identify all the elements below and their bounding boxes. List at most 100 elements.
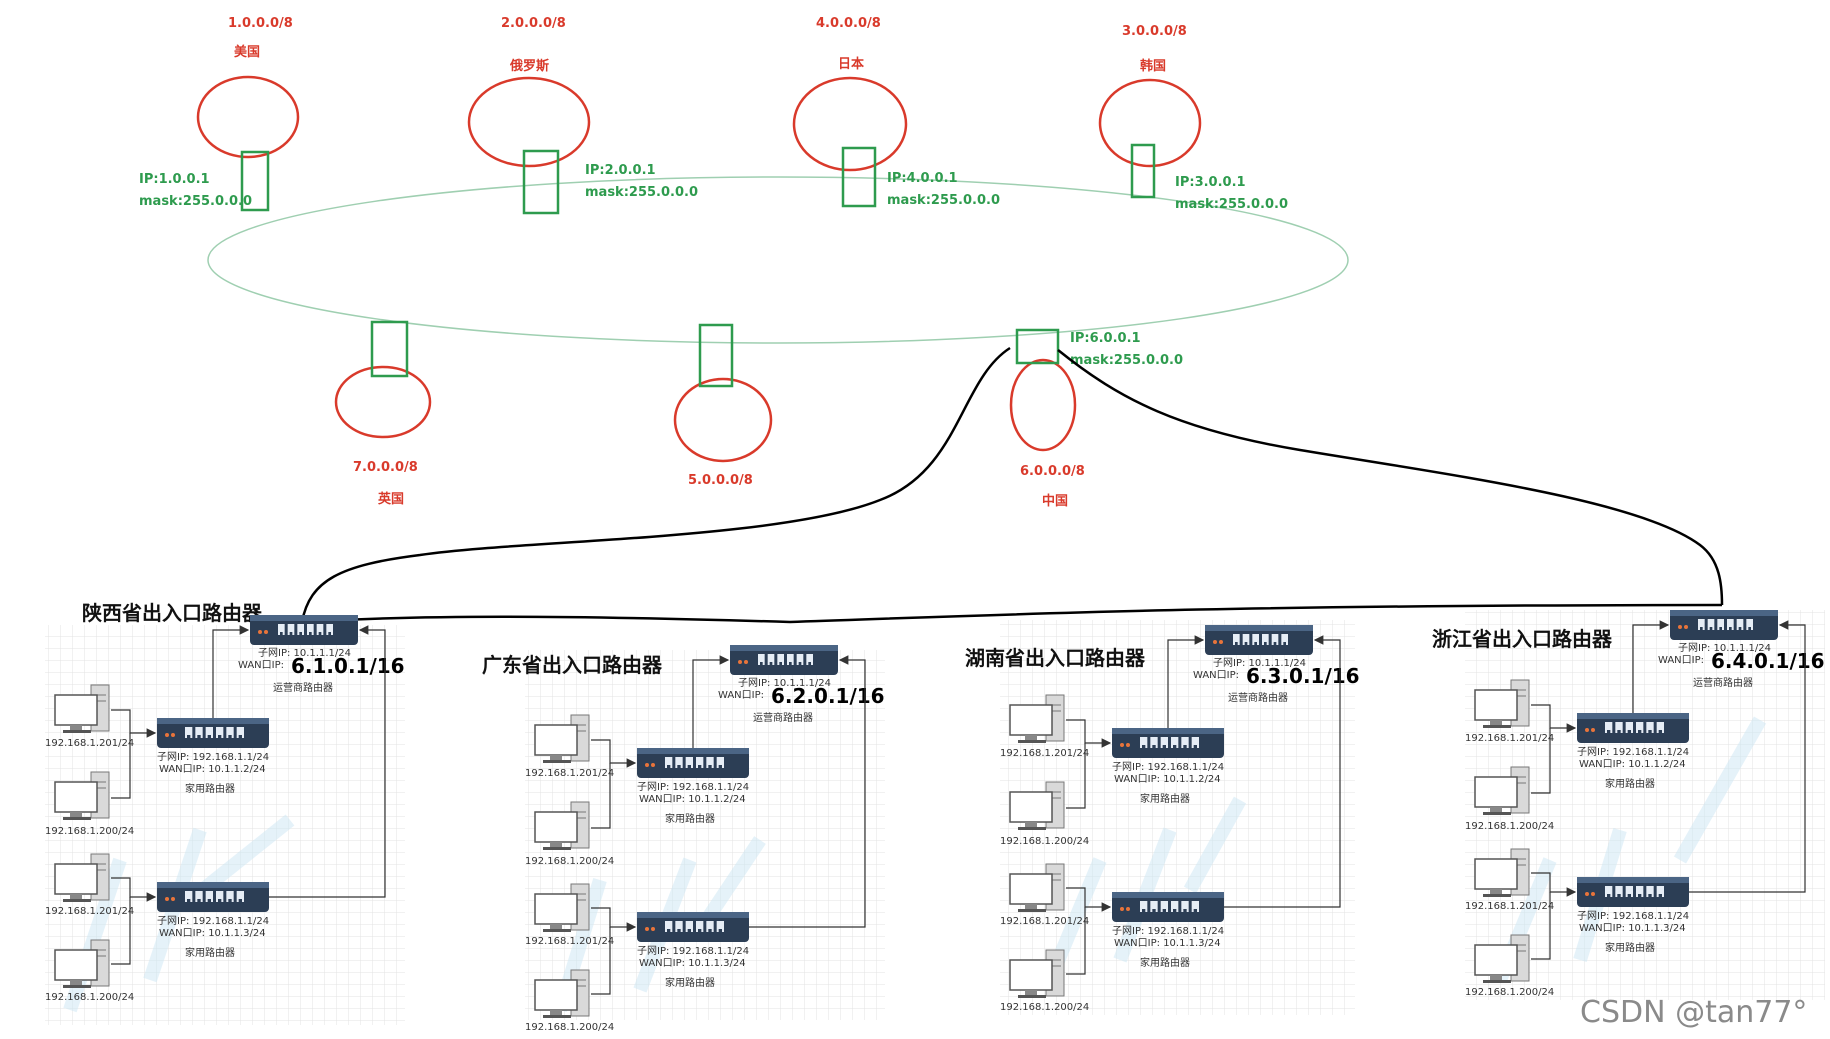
home-router-2: [637, 912, 749, 942]
ip-label-kr: IP:3.0.0.1: [1175, 175, 1246, 190]
home-router-2-wan: WAN口IP: 10.1.1.3/24: [1579, 923, 1686, 934]
pc: [1009, 949, 1065, 998]
mask-label-us: mask:255.0.0.0: [139, 194, 252, 209]
watermark-text: CSDN @tan77°: [1580, 995, 1807, 1030]
country-labels: 1.0.0.0/8 美国 2.0.0.0/8 俄罗斯 4.0.0.0/8 日本 …: [139, 16, 1288, 509]
isp-name-label: 运营商路由器: [1693, 676, 1753, 689]
mask-label-jp: mask:255.0.0.0: [887, 193, 1000, 208]
mask-label-ru: mask:255.0.0.0: [585, 185, 698, 200]
home-router-2: [157, 882, 269, 912]
name-label-kr: 韩国: [1140, 58, 1166, 74]
home-router-1-name: 家用路由器: [1605, 777, 1655, 790]
pc-ip-label: 192.168.1.200/24: [1000, 836, 1089, 847]
home-router-1: [637, 748, 749, 778]
pc-ip-label: 192.168.1.200/24: [45, 992, 134, 1003]
home-router-1-wan: WAN口IP: 10.1.1.2/24: [639, 794, 746, 805]
pc: [534, 714, 590, 763]
province-title: 浙江省出入口路由器: [1432, 627, 1613, 651]
pc: [54, 771, 110, 820]
china-links: [300, 346, 1724, 624]
home-router-2-name: 家用路由器: [665, 976, 715, 989]
country-ellipse-jp: [792, 76, 908, 172]
isp-wan-label: WAN口IP:: [1193, 670, 1239, 681]
isp-subnet-label: 子网IP: 10.1.1.1/24: [258, 647, 351, 659]
ip-label-ru: IP:2.0.0.1: [585, 163, 656, 178]
ip-label-jp: IP:4.0.0.1: [887, 171, 958, 186]
isp-wan-value: 6.2.0.1/16: [771, 684, 885, 708]
home-router-1-wan: WAN口IP: 10.1.1.2/24: [159, 764, 266, 775]
isp-subnet-label: 子网IP: 10.1.1.1/24: [1213, 657, 1306, 669]
pc-ip-label: 192.168.1.201/24: [525, 936, 614, 947]
name-label-jp: 日本: [838, 56, 864, 72]
home-router-1: [1577, 713, 1689, 743]
pc: [534, 801, 590, 850]
country-ellipse-uk: [334, 365, 432, 439]
country-ellipse-ru: [467, 76, 591, 168]
net-label-kr: 3.0.0.0/8: [1122, 24, 1187, 39]
home-router-1-wan: WAN口IP: 10.1.1.2/24: [1114, 774, 1221, 785]
home-router-2-subnet: 子网IP: 192.168.1.1/24: [1577, 910, 1689, 922]
isp-wan-label: WAN口IP:: [718, 690, 764, 701]
home-router-2-subnet: 子网IP: 192.168.1.1/24: [157, 915, 269, 927]
isp-router: [250, 615, 358, 645]
isp-subnet-label: 子网IP: 10.1.1.1/24: [738, 677, 831, 689]
pc-ip-label: 192.168.1.200/24: [525, 1022, 614, 1033]
isp-wan-label: WAN口IP:: [238, 660, 284, 671]
pc-ip-label: 192.168.1.200/24: [1465, 987, 1554, 998]
isp-router: [1205, 625, 1313, 655]
home-router-1-wan: WAN口IP: 10.1.1.2/24: [1579, 759, 1686, 770]
home-router-2-wan: WAN口IP: 10.1.1.3/24: [159, 928, 266, 939]
pc-ip-label: 192.168.1.200/24: [45, 826, 134, 837]
home-router-1: [1112, 728, 1224, 758]
net-label-5: 5.0.0.0/8: [688, 473, 753, 488]
province-title: 陕西省出入口路由器: [82, 601, 263, 625]
province-4: 浙江省出入口路由器子网IP: 10.1.1.1/24WAN口IP:6.4.0.1…: [1432, 610, 1825, 998]
isp-wan-label: WAN口IP:: [1658, 655, 1704, 666]
province-title: 广东省出入口路由器: [482, 653, 663, 677]
home-router-2-name: 家用路由器: [1140, 956, 1190, 969]
pc: [534, 883, 590, 932]
pc-ip-label: 192.168.1.200/24: [1000, 1002, 1089, 1013]
pc-ip-label: 192.168.1.201/24: [1465, 733, 1554, 744]
isp-name-label: 运营商路由器: [273, 681, 333, 694]
home-router-1: [157, 718, 269, 748]
home-router-1-subnet: 子网IP: 192.168.1.1/24: [157, 751, 269, 763]
country-ellipse-cn: [1009, 358, 1077, 452]
mask-label-cn: mask:255.0.0.0: [1070, 353, 1183, 368]
home-router-1-name: 家用路由器: [185, 782, 235, 795]
isp-name-label: 运营商路由器: [1228, 691, 1288, 704]
home-router-2-subnet: 子网IP: 192.168.1.1/24: [1112, 925, 1224, 937]
pc-ip-label: 192.168.1.201/24: [1000, 916, 1089, 927]
pc: [1009, 781, 1065, 830]
isp-router: [730, 645, 838, 675]
pc: [54, 939, 110, 988]
pc: [54, 684, 110, 733]
mask-label-kr: mask:255.0.0.0: [1175, 197, 1288, 212]
home-router-2-subnet: 子网IP: 192.168.1.1/24: [637, 945, 749, 957]
isp-wan-value: 6.4.0.1/16: [1711, 649, 1825, 673]
pc: [54, 853, 110, 902]
net-label-cn: 6.0.0.0/8: [1020, 464, 1085, 479]
pc-ip-label: 192.168.1.201/24: [525, 768, 614, 779]
home-router-1-subnet: 子网IP: 192.168.1.1/24: [1577, 746, 1689, 758]
country-ellipse-us: [196, 75, 300, 159]
pc: [1474, 934, 1530, 983]
ip-label-cn: IP:6.0.0.1: [1070, 331, 1141, 346]
province-3: 湖南省出入口路由器子网IP: 10.1.1.1/24WAN口IP:6.3.0.1…: [965, 625, 1360, 1013]
country-ellipse-kr: [1098, 78, 1202, 168]
isp-wan-value: 6.3.0.1/16: [1246, 664, 1360, 688]
pc: [1474, 766, 1530, 815]
home-router-2-wan: WAN口IP: 10.1.1.3/24: [1114, 938, 1221, 949]
net-label-ru: 2.0.0.0/8: [501, 16, 566, 31]
home-router-2: [1577, 877, 1689, 907]
pc: [1009, 863, 1065, 912]
net-label-us: 1.0.0.0/8: [228, 16, 293, 31]
pc: [534, 969, 590, 1018]
home-router-1-subnet: 子网IP: 192.168.1.1/24: [637, 781, 749, 793]
net-label-jp: 4.0.0.0/8: [816, 16, 881, 31]
pc: [1009, 694, 1065, 743]
pc: [1474, 679, 1530, 728]
home-router-1-name: 家用路由器: [1140, 792, 1190, 805]
